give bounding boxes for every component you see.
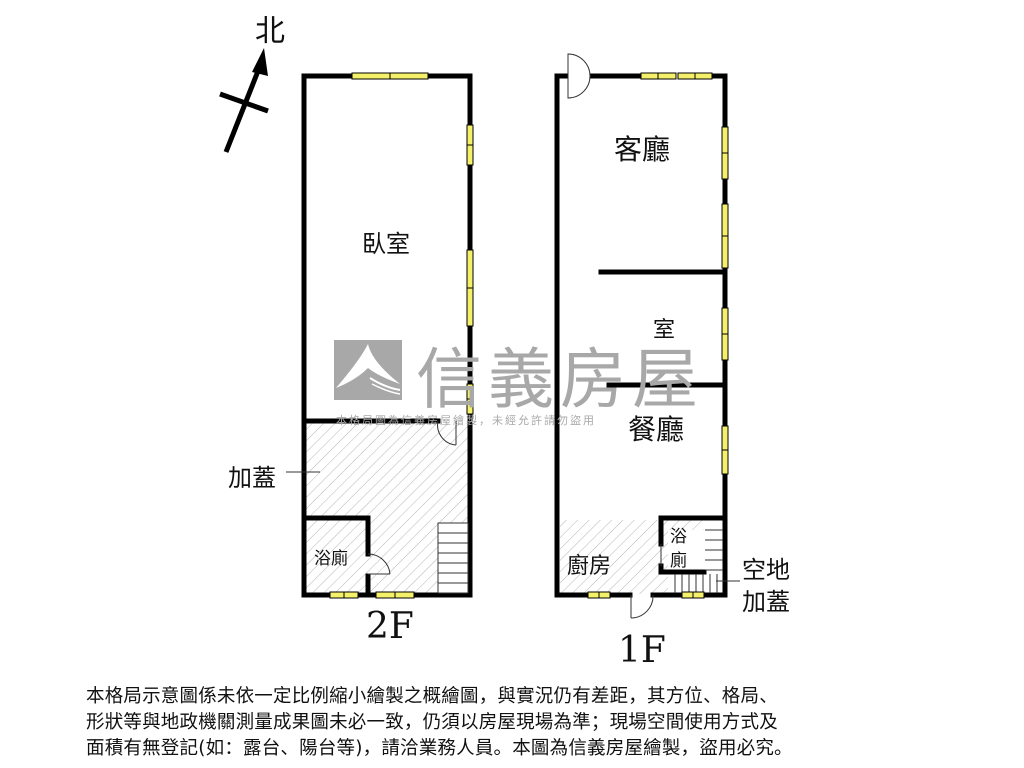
room-label-room: 室 [653, 318, 676, 343]
annotation-open-land-line1: 空地 [742, 556, 790, 584]
door-1f-entrance-bottom [630, 594, 654, 619]
compass-label: 北 [255, 14, 285, 49]
disclaimer-line-3: 面積有無登記(如：露台、陽台等)，請洽業務人員。本圖為信義房屋繪製，盜用必究。 [86, 738, 793, 759]
door-2f-bedroom [437, 420, 457, 446]
kitchen-area-1f [560, 520, 660, 594]
room-label-bathroom-1f-line1: 浴 [670, 527, 687, 547]
walls-2f [301, 73, 473, 598]
room-label-bathroom-2f: 浴廁 [314, 549, 348, 569]
room-label-bedroom: 臥室 [362, 230, 410, 258]
windows-1f [587, 72, 729, 599]
stairs-1f [674, 529, 740, 593]
north-arrow-icon [219, 48, 269, 153]
disclaimer: 本格局示意圖係未依一定比例縮小繪製之概繪圖，與實況仍有差距，其方位、格局、 形狀… [86, 684, 986, 762]
floor-label-2f: 2F [366, 606, 414, 647]
floor-label-1f: 1F [618, 630, 666, 671]
annotation-addition-2f: 加蓋 [228, 464, 276, 492]
door-1f-entrance-top [567, 53, 591, 99]
watermark-logo-icon [334, 340, 402, 400]
annotation-open-land-line2: 加蓋 [742, 588, 790, 616]
room-label-bathroom-1f-line2: 廁 [670, 551, 687, 571]
watermark-notice: 本格局圖為信義房屋繪製，未經允許請勿盜用 [336, 414, 596, 427]
door-2f-bathroom [367, 553, 391, 575]
windows-2f [329, 72, 474, 599]
stairs-2f [437, 522, 469, 594]
watermark-brand: 信義房屋 [416, 341, 704, 418]
room-label-kitchen: 廚房 [567, 554, 612, 579]
disclaimer-line-1: 本格局示意圖係未依一定比例縮小繪製之概繪圖，與實況仍有差距，其方位、格局、 [86, 686, 778, 707]
room-label-dining-room: 餐廳 [628, 413, 685, 446]
disclaimer-line-2: 形狀等與地政機關測量成果圖未必一致，仍須以房屋現場為準；現場空間使用方式及 [86, 712, 778, 733]
room-label-living-room: 客廳 [614, 133, 671, 166]
